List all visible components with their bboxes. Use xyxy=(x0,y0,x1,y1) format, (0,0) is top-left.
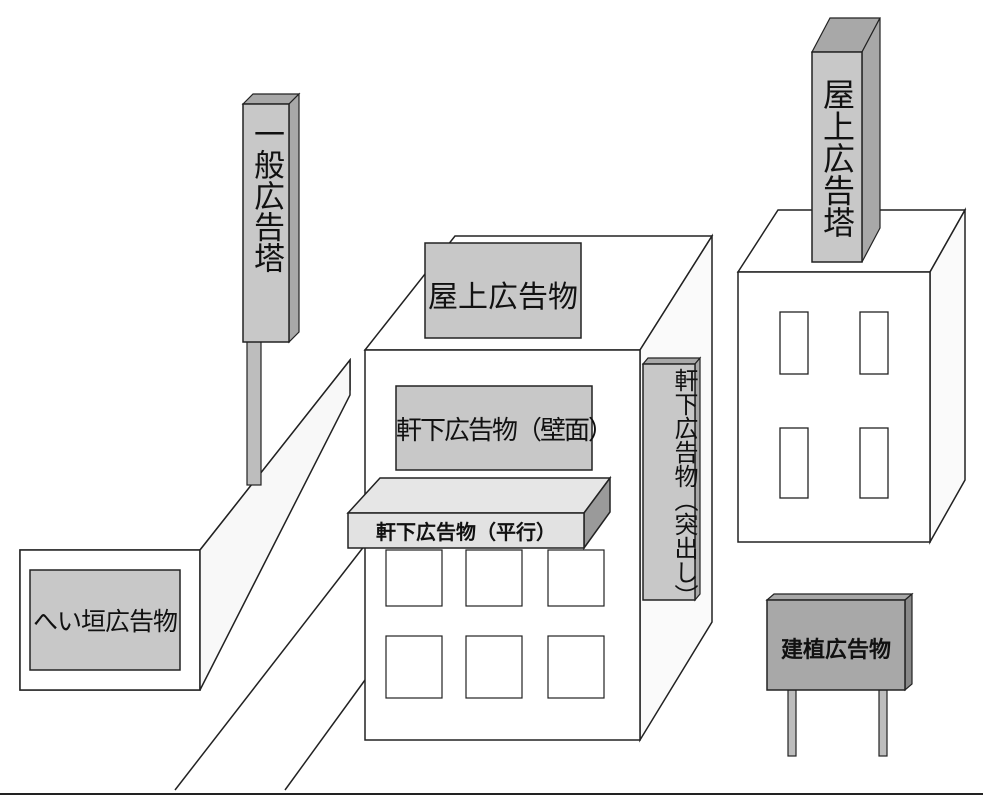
standing-sign xyxy=(765,592,914,757)
eaves-wall-label: 軒下広告物（壁面） xyxy=(396,416,614,446)
rooftop-tower xyxy=(811,17,881,263)
general-tower-label: 一般広告塔 xyxy=(248,118,284,273)
eaves-wall-sign xyxy=(395,385,593,471)
eaves-parallel-label: 軒下広告物（平行） xyxy=(376,520,556,544)
road-line-right xyxy=(284,679,366,791)
eaves-projecting-sign xyxy=(641,356,702,602)
standing-label: 建植広告物 xyxy=(780,638,891,663)
tower-pole xyxy=(246,339,262,486)
rooftop-sign-label: 屋上広告物 xyxy=(428,280,578,315)
eaves-parallel-sign xyxy=(346,475,612,551)
rooftop-tower-label: 屋上広告塔 xyxy=(818,78,856,238)
eaves-projecting-label: 軒下広告物（突出し） xyxy=(670,368,698,608)
general-tower-sign xyxy=(241,92,301,344)
fence-sign xyxy=(29,569,181,671)
rooftop-sign xyxy=(424,242,582,339)
right-building xyxy=(736,207,967,545)
fence-wall xyxy=(19,357,351,691)
road-line-left xyxy=(174,544,366,791)
fence-label: へい垣広告物 xyxy=(32,607,178,636)
